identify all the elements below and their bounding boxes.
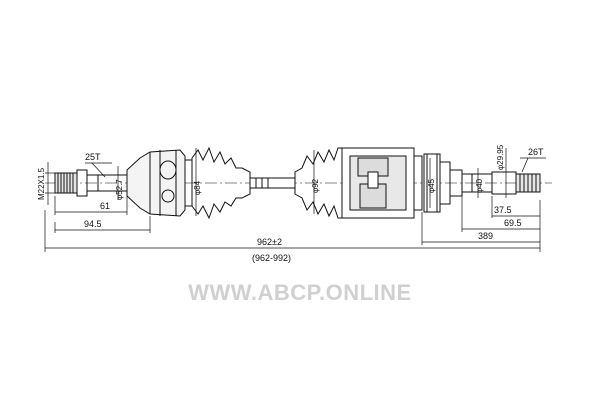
len-69-5-label: 69.5 <box>504 218 522 228</box>
dia-29-95-label: φ29.95 <box>496 144 505 170</box>
dia-45-label: φ45 <box>427 178 436 193</box>
right-joint-housing <box>341 147 423 219</box>
thread-label: M22X1.5 <box>37 167 46 200</box>
left-boot <box>191 146 251 220</box>
len-61-label: 61 <box>100 201 110 211</box>
left-stub <box>54 169 128 197</box>
left-joint-housing <box>126 149 193 217</box>
len-94-5-label: 94.5 <box>84 219 102 229</box>
total-length-label: 962±2 <box>257 237 282 247</box>
dia-40-label: φ40 <box>475 178 484 193</box>
len-389-label: 389 <box>478 231 493 241</box>
splines-left-label: 25T <box>85 152 101 162</box>
right-stub <box>449 169 541 197</box>
watermark-text: WWW.ABCP.ONLINE <box>188 280 412 305</box>
dia-52-7-label: φ52.7 <box>115 179 124 200</box>
shaft <box>249 177 296 189</box>
dia-84-label: φ84 <box>193 180 202 195</box>
splines-right-label: 26T <box>528 147 544 157</box>
dimension-lines <box>44 148 546 252</box>
right-collar <box>423 153 451 213</box>
len-37-5-label: 37.5 <box>494 205 512 215</box>
dia-92-label: φ92 <box>311 178 320 193</box>
length-range-label: (962-992) <box>252 253 291 263</box>
